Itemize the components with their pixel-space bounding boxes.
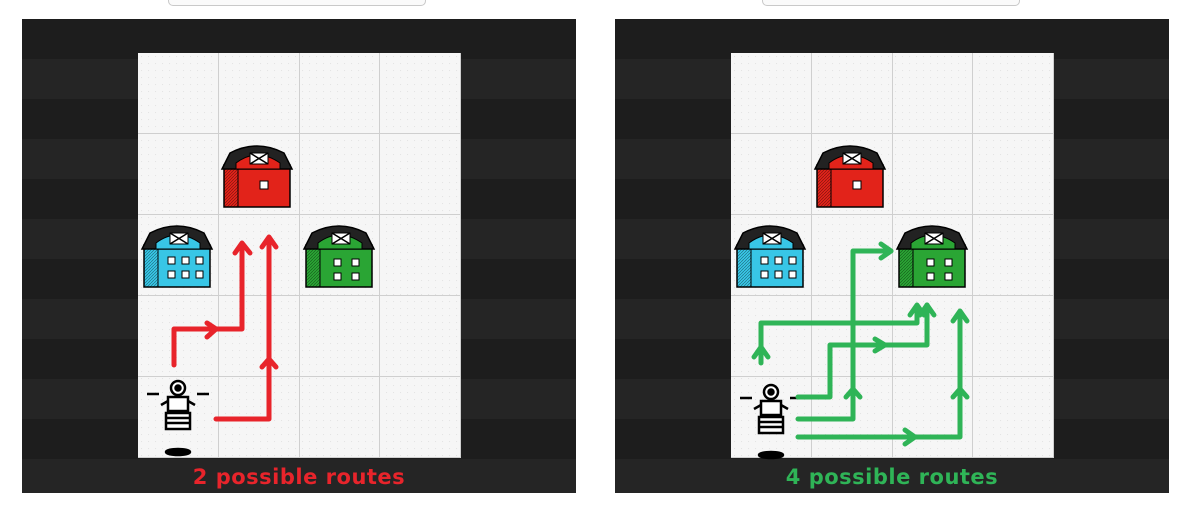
grid-cell	[892, 296, 974, 377]
arrow-head	[872, 336, 888, 354]
grid-cell	[299, 53, 381, 134]
red-barn-icon	[814, 145, 886, 208]
blue-barn-icon	[141, 225, 213, 288]
robot-icon	[147, 379, 209, 457]
route-count-caption: 2 possible routes	[192, 465, 406, 489]
arrow-head	[902, 427, 918, 447]
red-barn-icon	[221, 145, 293, 208]
grid-cell	[811, 377, 893, 458]
grid-cell	[138, 296, 219, 377]
tab-stub-right[interactable]	[762, 0, 1020, 6]
route-paths	[751, 241, 970, 447]
grid-cell	[380, 134, 461, 215]
arrow-head	[950, 308, 970, 324]
blue-barn-icon	[734, 225, 806, 288]
route-3	[795, 248, 894, 422]
puzzle-panel-left: 2 possible routes	[22, 19, 576, 493]
arrow-head	[878, 241, 894, 261]
grid-cell	[218, 53, 300, 134]
grid-cell	[892, 134, 974, 215]
grid-cell	[380, 53, 461, 134]
grid-cell	[380, 215, 461, 296]
grid-cell	[218, 377, 300, 458]
grid-cell	[811, 134, 893, 215]
grid-cell	[138, 53, 219, 134]
board-overlay	[141, 145, 375, 457]
arrow-head	[950, 386, 970, 400]
grid-cell	[973, 377, 1054, 458]
tab-stub-left[interactable]	[168, 0, 426, 6]
grid-cell	[892, 215, 974, 296]
arrow-head	[232, 240, 253, 256]
arrow-head	[917, 302, 937, 318]
grid-cell	[138, 215, 219, 296]
grid-cell	[731, 134, 812, 215]
grid-cell	[299, 215, 381, 296]
grid-cell	[218, 296, 300, 377]
arrow-head	[843, 386, 863, 400]
grid-cell	[973, 296, 1054, 377]
route-4	[795, 310, 963, 440]
grid-cell	[299, 134, 381, 215]
grid-cell	[299, 296, 381, 377]
game-grid	[138, 53, 461, 458]
grid-cell	[731, 296, 812, 377]
arrow-head	[259, 234, 279, 250]
route-2	[795, 302, 930, 400]
route-1	[758, 304, 920, 366]
arrow-head	[259, 356, 279, 370]
grid-cell	[138, 134, 219, 215]
puzzle-panel-right: 4 possible routes	[615, 19, 1169, 493]
arrow-head	[751, 344, 771, 360]
grid-cell	[218, 215, 300, 296]
grid-cell	[299, 377, 381, 458]
grid-cell	[973, 215, 1054, 296]
grid-cell	[892, 377, 974, 458]
grid-cell	[731, 53, 812, 134]
route-1	[171, 242, 245, 368]
route-2	[213, 236, 272, 422]
green-barn-icon	[303, 225, 375, 288]
route-paths	[171, 234, 279, 422]
robot-icon	[740, 383, 802, 460]
grid-cell	[218, 134, 300, 215]
grid-cell	[811, 53, 893, 134]
arrow-head	[204, 320, 219, 340]
grid-cell	[380, 296, 461, 377]
green-barn-icon	[896, 225, 968, 288]
route-count-caption: 4 possible routes	[785, 465, 999, 489]
grid-cell	[731, 215, 812, 296]
board-overlay	[734, 145, 970, 460]
grid-cell	[973, 134, 1054, 215]
grid-cell	[892, 53, 974, 134]
grid-cell	[973, 53, 1054, 134]
grid-cell	[380, 377, 461, 458]
